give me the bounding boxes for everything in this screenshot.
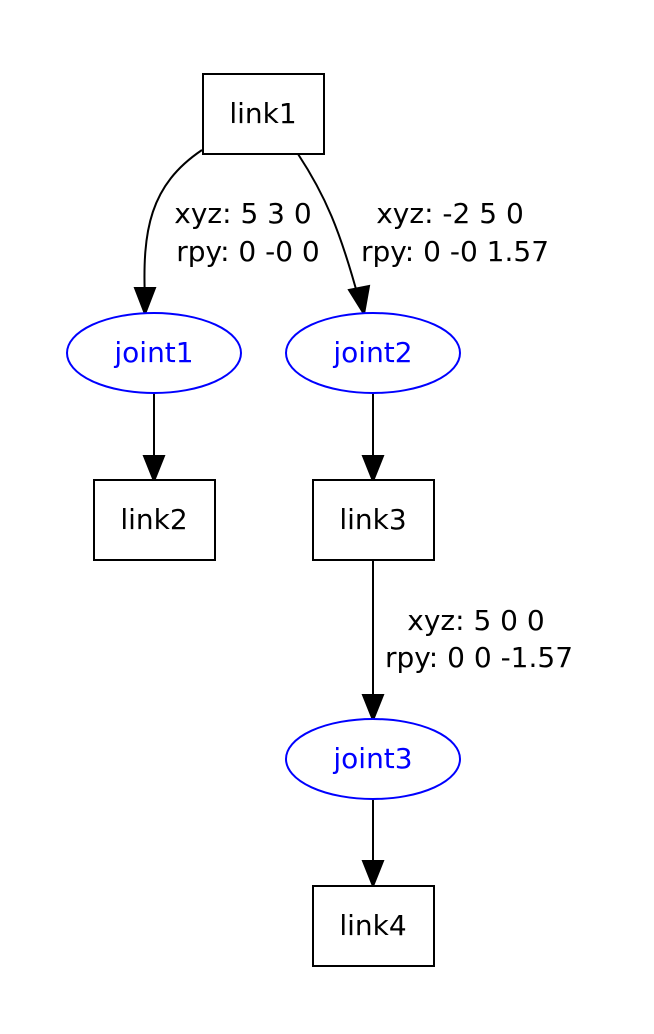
edge-arrowhead-link1-joint2	[347, 284, 371, 317]
edge-link1-joint2	[297, 153, 360, 301]
joint-ellipse	[285, 718, 461, 800]
edge-arrowhead-joint2-link3	[361, 455, 385, 484]
link-box	[93, 479, 216, 561]
edge-arrowhead-joint1-link2	[142, 455, 166, 484]
edge-labels: xyz: 5 3 0 rpy: 0 -0 0 xyz: -2 5 0 rpy: …	[174, 197, 573, 674]
joint-label-joint3: joint3	[332, 742, 412, 775]
edge-label-joint2-rpy: rpy: 0 -0 1.57	[361, 235, 549, 268]
joint-ellipse	[66, 312, 242, 394]
edge-label-joint2-xyz: xyz: -2 5 0	[376, 197, 524, 230]
link-label-link2: link2	[120, 503, 187, 536]
link-node-link4: link4	[312, 885, 435, 967]
link-label-link3: link3	[339, 503, 406, 536]
edge-label-joint1-xyz: xyz: 5 3 0	[174, 197, 311, 230]
link-node-link1: link1	[202, 73, 325, 155]
link-box	[202, 73, 325, 155]
link-label-link4: link4	[339, 909, 406, 942]
edge-label-joint3-rpy: rpy: 0 0 -1.57	[385, 641, 573, 674]
link-label-link1: link1	[229, 97, 296, 130]
edge-label-joint1-rpy: rpy: 0 -0 0	[176, 235, 320, 268]
edge-arrowhead-joint3-link4	[361, 860, 385, 889]
link-node-link2: link2	[93, 479, 216, 561]
joint-node-joint3: joint3	[285, 718, 461, 800]
edge-arrowhead-link3-joint3	[361, 694, 385, 723]
joint-node-joint1: joint1	[66, 312, 242, 394]
edge-arrowhead-link1-joint1	[133, 287, 157, 317]
edge-label-joint3-xyz: xyz: 5 0 0	[407, 604, 544, 637]
joint-node-joint2: joint2	[285, 312, 461, 394]
link-box	[312, 479, 435, 561]
joint-label-joint2: joint2	[332, 336, 412, 369]
edges	[133, 149, 385, 889]
link-node-link3: link3	[312, 479, 435, 561]
edge-link1-joint1	[143, 149, 203, 301]
joint-label-joint1: joint1	[113, 336, 193, 369]
joint-ellipse	[285, 312, 461, 394]
link-box	[312, 885, 435, 967]
